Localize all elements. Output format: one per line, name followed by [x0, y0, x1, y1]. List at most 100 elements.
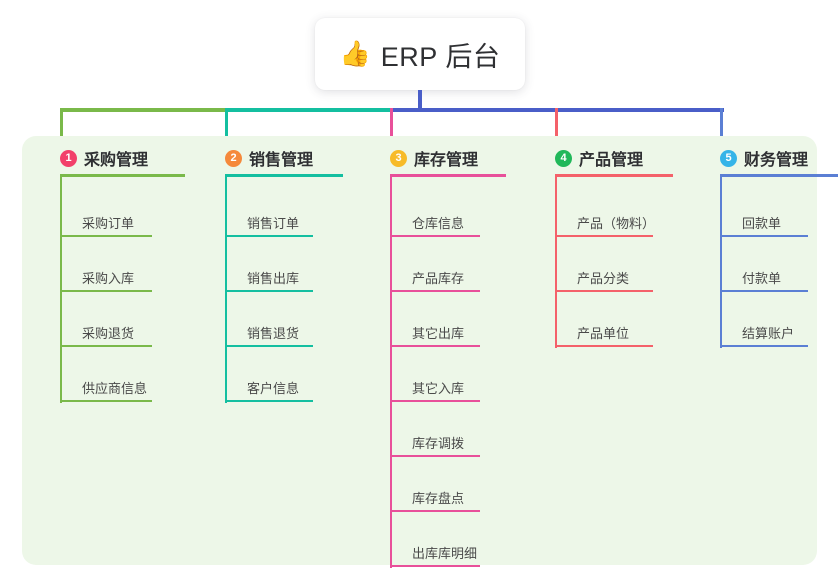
drop-connector-5	[720, 108, 723, 148]
leaf-node-rule	[390, 565, 480, 567]
leaf-node[interactable]: 回款单	[720, 182, 808, 237]
leaf-node[interactable]: 产品分类	[555, 237, 653, 292]
leaf-node-label: 产品分类	[577, 271, 630, 286]
branch-column-1: 1 采购管理采购订单采购入库采购退货供应商信息	[44, 136, 204, 565]
leaf-node[interactable]: 产品（物料）	[555, 182, 656, 237]
leaf-node-label: 销售出库	[247, 271, 300, 286]
branch-title: 产品管理	[579, 152, 644, 169]
leaf-node[interactable]: 结算账户	[720, 292, 808, 347]
leaf-node-label: 产品库存	[412, 271, 465, 286]
branch-header-1[interactable]: 1 采购管理	[60, 146, 148, 170]
branch-number-badge: 5	[720, 149, 737, 167]
branch-spine	[555, 174, 557, 348]
leaf-node-label: 采购订单	[82, 216, 135, 231]
branch-spine	[390, 174, 392, 568]
leaf-node-rule	[390, 345, 480, 347]
leaf-node[interactable]: 出库库明细	[390, 512, 480, 567]
branch-title: 库存管理	[414, 152, 479, 169]
leaf-node-label: 客户信息	[247, 381, 300, 396]
leaf-node-rule	[60, 290, 152, 292]
bus-green	[60, 108, 229, 112]
leaf-node[interactable]: 其它入库	[390, 347, 480, 402]
leaf-node-rule	[390, 290, 480, 292]
leaf-node[interactable]: 付款单	[720, 237, 808, 292]
leaf-node-rule	[555, 290, 653, 292]
leaf-node-rule	[555, 345, 653, 347]
leaf-node-rule	[225, 290, 313, 292]
leaf-node-label: 出库库明细	[412, 546, 478, 561]
leaf-node-rule	[720, 345, 808, 347]
drop-connector-4	[555, 108, 558, 148]
branch-column-4: 4 产品管理产品（物料） 产品分类产品单位	[539, 136, 699, 565]
branch-panel: 1 采购管理采购订单采购入库采购退货供应商信息 2 销售管理销售订单销售出库销售退货客…	[22, 136, 838, 568]
branch-title: 采购管理	[84, 152, 149, 169]
branch-header-5[interactable]: 5 财务管理	[720, 146, 808, 170]
leaf-node-label: 其它出库	[412, 326, 465, 341]
leaf-node-rule	[60, 345, 152, 347]
branch-title: 销售管理	[249, 152, 314, 169]
leaf-node[interactable]: 产品库存	[390, 237, 480, 292]
branch-title: 财务管理	[744, 152, 809, 169]
branch-number-badge: 4	[555, 149, 572, 167]
branch-column-2: 2 销售管理销售订单销售出库销售退货客户信息	[209, 136, 369, 565]
branch-spine	[225, 174, 227, 403]
leaf-node[interactable]: 销售订单	[225, 182, 313, 237]
drop-connector-3	[390, 108, 393, 148]
leaf-node[interactable]: 库存调拨	[390, 402, 480, 457]
leaf-node[interactable]: 其它出库	[390, 292, 480, 347]
branch-header-2[interactable]: 2 销售管理	[225, 146, 313, 170]
leaf-node[interactable]: 采购退货	[60, 292, 152, 347]
branch-spine	[720, 174, 722, 348]
leaf-node-label: 其它入库	[412, 381, 465, 396]
branch-header-3[interactable]: 3 库存管理	[390, 146, 478, 170]
leaf-node-label: 产品单位	[577, 326, 630, 341]
leaf-node-rule	[390, 510, 480, 512]
leaf-node-rule	[390, 455, 480, 457]
leaf-node[interactable]: 库存盘点	[390, 457, 480, 512]
leaf-node-label: 仓库信息	[412, 216, 465, 231]
drop-connector-1	[60, 108, 63, 148]
leaf-node-label: 采购退货	[82, 326, 135, 341]
branch-column-5: 5 财务管理回款单付款单结算账户	[704, 136, 839, 565]
leaf-node[interactable]: 采购订单	[60, 182, 152, 237]
leaf-node-rule	[60, 400, 152, 402]
leaf-node-label: 付款单	[742, 271, 782, 286]
leaf-node-label: 采购入库	[82, 271, 135, 286]
leaf-node-rule	[555, 235, 653, 237]
branch-header-rule	[60, 174, 185, 177]
leaf-node[interactable]: 销售退货	[225, 292, 313, 347]
branch-header-rule	[225, 174, 343, 177]
leaf-node[interactable]: 仓库信息	[390, 182, 480, 237]
leaf-node-label: 销售订单	[247, 216, 300, 231]
branch-number-badge: 3	[390, 149, 407, 167]
leaf-node-label: 产品（物料）	[577, 216, 656, 231]
drop-connector-2	[225, 108, 228, 148]
branch-number-badge: 2	[225, 149, 242, 167]
root-stem-connector	[418, 90, 422, 108]
leaf-node-rule	[390, 400, 480, 402]
branch-spine	[60, 174, 62, 403]
leaf-node-rule	[390, 235, 480, 237]
leaf-node-label: 结算账户	[742, 326, 795, 341]
root-node-card[interactable]: 👍 ERP 后台	[315, 18, 525, 90]
branch-header-4[interactable]: 4 产品管理	[555, 146, 643, 170]
leaf-node-rule	[60, 235, 152, 237]
root-node-content: 👍 ERP 后台	[340, 35, 501, 74]
leaf-node-label: 供应商信息	[82, 381, 148, 396]
leaf-node-rule	[225, 345, 313, 347]
leaf-node[interactable]: 采购入库	[60, 237, 152, 292]
leaf-node-rule	[720, 235, 808, 237]
leaf-node-label: 回款单	[742, 216, 782, 231]
leaf-node[interactable]: 供应商信息	[60, 347, 152, 402]
branch-header-rule	[720, 174, 838, 177]
leaf-node-label: 销售退货	[247, 326, 300, 341]
branch-number-badge: 1	[60, 149, 77, 167]
leaf-node[interactable]: 客户信息	[225, 347, 313, 402]
leaf-node-rule	[225, 235, 313, 237]
bus-teal	[225, 108, 394, 112]
leaf-node-rule	[720, 290, 808, 292]
leaf-node[interactable]: 销售出库	[225, 237, 313, 292]
leaf-node[interactable]: 产品单位	[555, 292, 653, 347]
leaf-node-rule	[225, 400, 313, 402]
